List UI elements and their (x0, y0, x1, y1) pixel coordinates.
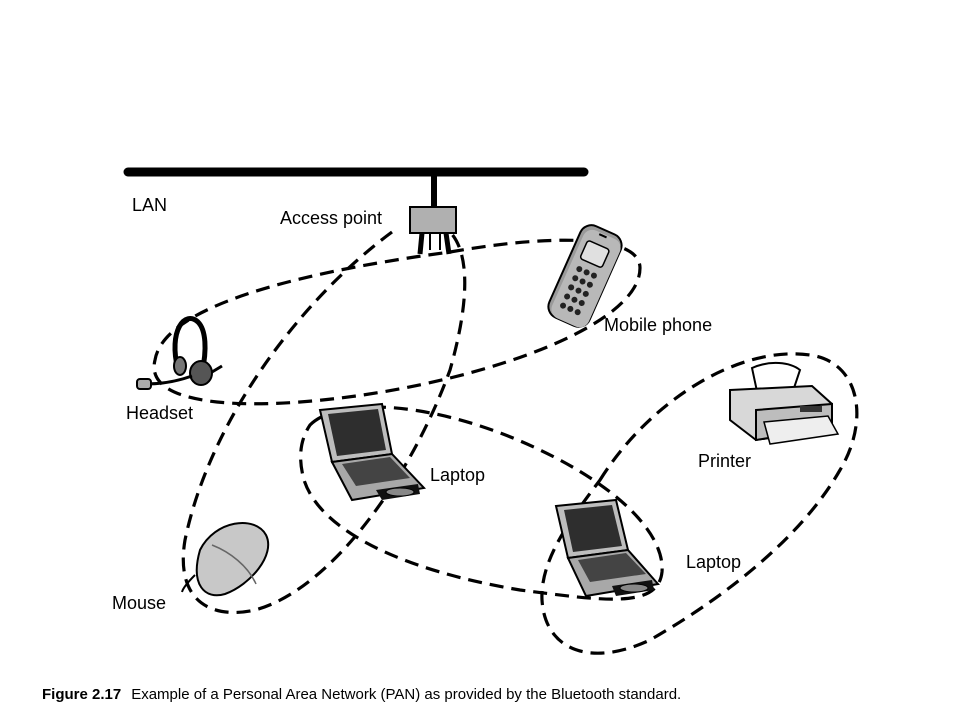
printer-icon (729, 362, 840, 445)
mouse-icon (181, 522, 269, 597)
figure-caption-text: Example of a Personal Area Network (PAN)… (131, 686, 682, 703)
figure-caption: Figure 2.17 Example of a Personal Area Ne… (42, 686, 681, 703)
piconet-printer-laptop (540, 352, 859, 655)
laptop-label-1: Laptop (430, 465, 485, 485)
laptop-label-2: Laptop (686, 552, 741, 572)
access-point-icon (409, 206, 457, 255)
mobile-phone-icon (547, 224, 623, 328)
lan-label: LAN (132, 195, 167, 215)
piconet-laptops (299, 405, 664, 601)
piconet-boundaries (152, 228, 859, 655)
piconet-access-point-mouse (181, 228, 467, 615)
laptop-icon (318, 402, 427, 502)
figure-number: Figure 2.17 (42, 686, 122, 703)
headset-icon (136, 316, 223, 390)
access-point-label: Access point (280, 208, 382, 228)
laptop-icon (554, 498, 660, 598)
mobile-phone-label: Mobile phone (604, 315, 712, 335)
headset-label: Headset (126, 403, 193, 423)
piconet-headset-phone (152, 238, 642, 406)
mouse-label: Mouse (112, 593, 166, 613)
printer-label: Printer (698, 451, 751, 471)
